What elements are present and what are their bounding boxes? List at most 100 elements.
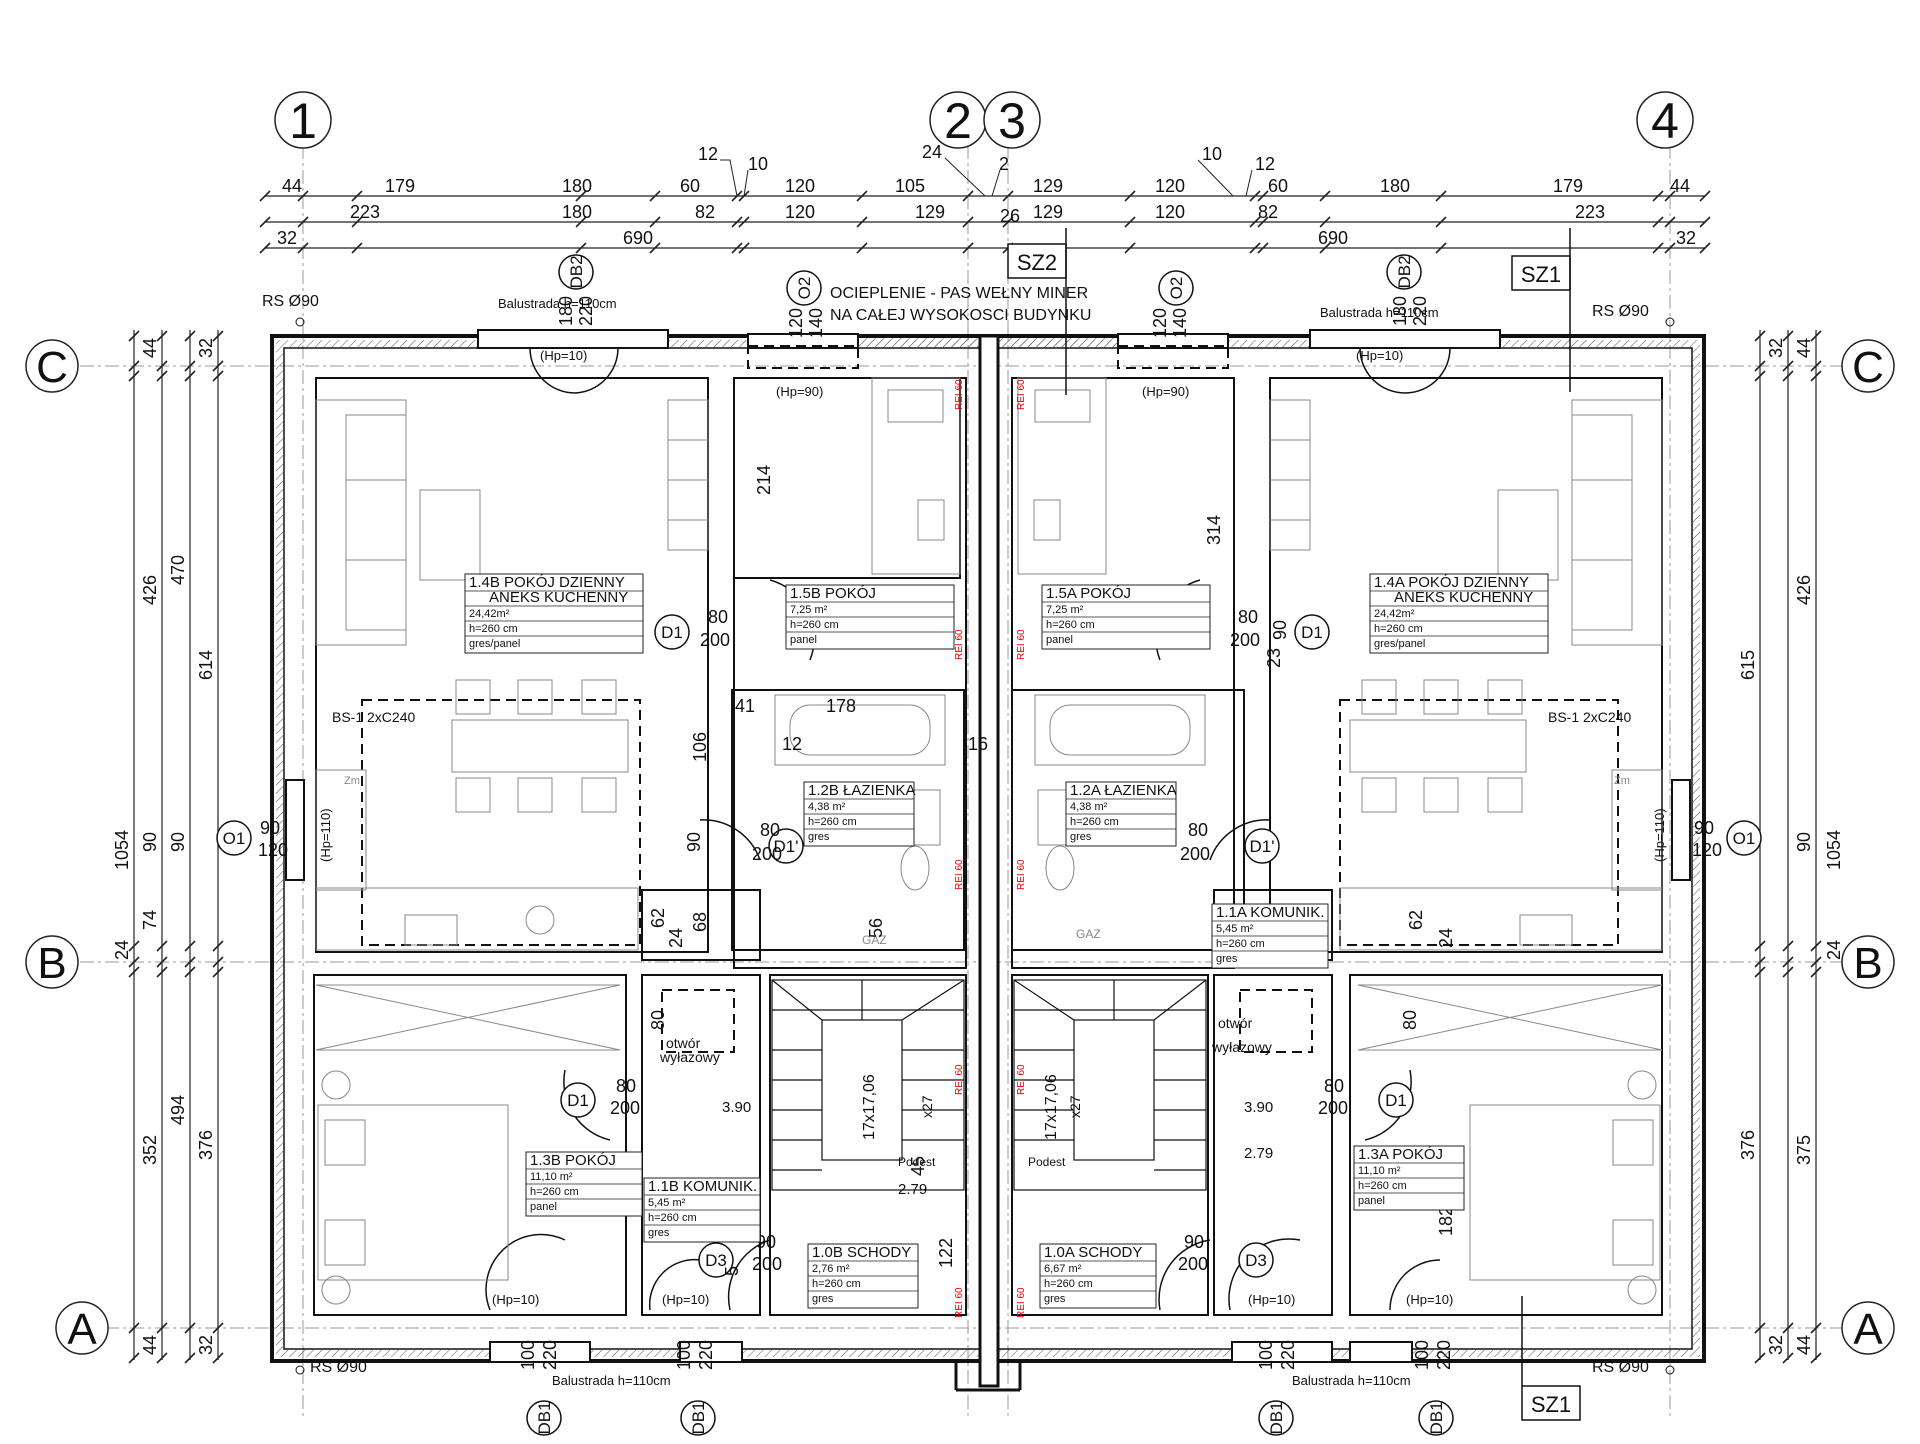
dim-label: 179	[385, 176, 415, 196]
dim-label: 44	[140, 338, 160, 358]
room-box	[1369, 573, 1549, 654]
dim-label: 182	[1436, 1206, 1456, 1236]
dim-tick	[1810, 360, 1822, 372]
fire-rating-labels: REI 60 REI 60 REI 60 REI 60 REI 60 REI 6…	[954, 379, 1027, 1318]
dim-tick	[212, 1352, 224, 1364]
dim-tick	[1810, 956, 1822, 968]
section-sz2-label: SZ2	[1017, 250, 1057, 275]
dim-tick	[156, 966, 168, 978]
dim-label: 494	[168, 1095, 188, 1125]
dim-tick	[212, 1322, 224, 1334]
dim-tick	[128, 330, 140, 342]
room-title: ANEKS KUCHENNY	[1394, 589, 1533, 606]
room-info: h=260 cm	[808, 816, 857, 828]
fire-rating: REI 60	[954, 1287, 965, 1318]
room-info: 2,76 m²	[812, 1263, 850, 1275]
room-title: 1.4B POKÓJ DZIENNY	[469, 574, 625, 591]
room-info: h=260 cm	[469, 623, 518, 635]
room-info: h=260 cm	[1044, 1278, 1093, 1290]
insulation-note: OCIEPLENIE - PAS WEŁNY MINER NA CAŁEJ WY…	[830, 285, 1091, 324]
room-info: 11,10 m²	[530, 1171, 573, 1183]
window-height: 120	[1692, 840, 1722, 860]
door-width: 180	[556, 296, 576, 326]
grid-letter-a-right: A	[1853, 1305, 1883, 1354]
insulation-label-2: NA CAŁEJ WYSOKOSCI BUDYNKU	[830, 307, 1091, 324]
stair-dims: 17x17,06	[1043, 1074, 1060, 1140]
gas-label: GAZ	[1076, 927, 1101, 941]
balustrade-label: Balustrada h=110cm	[552, 1373, 671, 1388]
tag-circle	[1378, 1082, 1414, 1118]
door-height: 220	[576, 296, 596, 326]
dim-tick	[128, 966, 140, 978]
tag-label: O2	[1167, 277, 1186, 300]
tag-circle	[1294, 614, 1330, 650]
dim-tick	[575, 190, 587, 202]
room-title: 1.5A POKÓJ	[1046, 585, 1131, 602]
hatch-label: wyłazowy	[659, 1049, 720, 1065]
dim-tick	[1782, 956, 1794, 968]
dim-tick	[184, 1352, 196, 1364]
sill-height: (Hp=10)	[1356, 348, 1403, 363]
dim-label: 80	[648, 1010, 668, 1030]
staircase-left	[771, 979, 965, 1191]
dim-tick	[184, 330, 196, 342]
top-small-dims: 12 10 24 2 10 12	[698, 142, 1275, 197]
dim-label: 129	[1033, 202, 1063, 222]
dim-label: 106	[690, 732, 710, 762]
dim-tick	[1699, 216, 1711, 228]
dim-tick	[1002, 216, 1014, 228]
dim-tick	[184, 370, 196, 382]
sill-height: (Hp=10)	[1406, 1292, 1453, 1307]
grid-number-2: 2	[944, 93, 972, 149]
dim-tick	[962, 242, 974, 254]
room-info: gres	[1216, 953, 1238, 965]
door-height: 200	[1180, 844, 1210, 864]
opening-tag: D1	[1378, 1082, 1414, 1118]
rs-label-tr: RS Ø90	[1592, 303, 1649, 320]
tag-label: D3	[1245, 1251, 1267, 1270]
dim-label: 122	[936, 1238, 956, 1268]
tag-label: DB1	[535, 1401, 554, 1434]
room-info: panel	[530, 1201, 557, 1213]
dim-tick	[1810, 1352, 1822, 1364]
dim-tick	[731, 242, 743, 254]
right-dims: 426 90 375 44 44 1054 615 376 32 24 32	[1738, 338, 1844, 1355]
top-dims-row3: 32 690 690 32	[277, 228, 1696, 248]
dim-label: 62	[1406, 910, 1426, 930]
room-info: gres	[1044, 1293, 1066, 1305]
tag-label: O1	[1733, 829, 1756, 848]
room-info: h=260 cm	[1070, 816, 1119, 828]
dim-label: 10	[748, 154, 768, 174]
window-width: 120	[786, 308, 806, 338]
tag-label: D1	[1385, 1091, 1407, 1110]
door-width: 80	[616, 1076, 636, 1096]
room-info: h=260 cm	[1374, 623, 1423, 635]
tag-circle	[558, 254, 594, 290]
dim-tick	[212, 940, 224, 952]
door-height: 200	[1178, 1254, 1208, 1274]
dim-label: 129	[1033, 176, 1063, 196]
dim-label: 44	[282, 176, 302, 196]
meter-label: Zm	[1614, 775, 1630, 787]
dim-label: 352	[140, 1135, 160, 1165]
window-height: 140	[806, 308, 826, 338]
sill-height: (Hp=90)	[1142, 384, 1189, 399]
door-height: 200	[752, 1254, 782, 1274]
dim-tick	[128, 1322, 140, 1334]
door-width: 100	[1256, 1340, 1276, 1370]
dim-tick	[212, 966, 224, 978]
dim-label: 615	[1738, 650, 1758, 680]
tag-label: DB2	[1395, 255, 1414, 288]
dim-label: 32	[277, 228, 297, 248]
room-info: gres	[812, 1293, 834, 1305]
opening-tag: D1'	[1244, 828, 1280, 864]
gas-label: GAZ	[862, 933, 887, 947]
section-markers: SZ2 SZ1 SZ1	[1007, 228, 1581, 1421]
dim-tick	[1664, 242, 1676, 254]
balustrade-label: Balustrada h=110cm	[498, 296, 617, 311]
dim-tick	[1754, 1352, 1766, 1364]
dim-tick	[1249, 190, 1261, 202]
